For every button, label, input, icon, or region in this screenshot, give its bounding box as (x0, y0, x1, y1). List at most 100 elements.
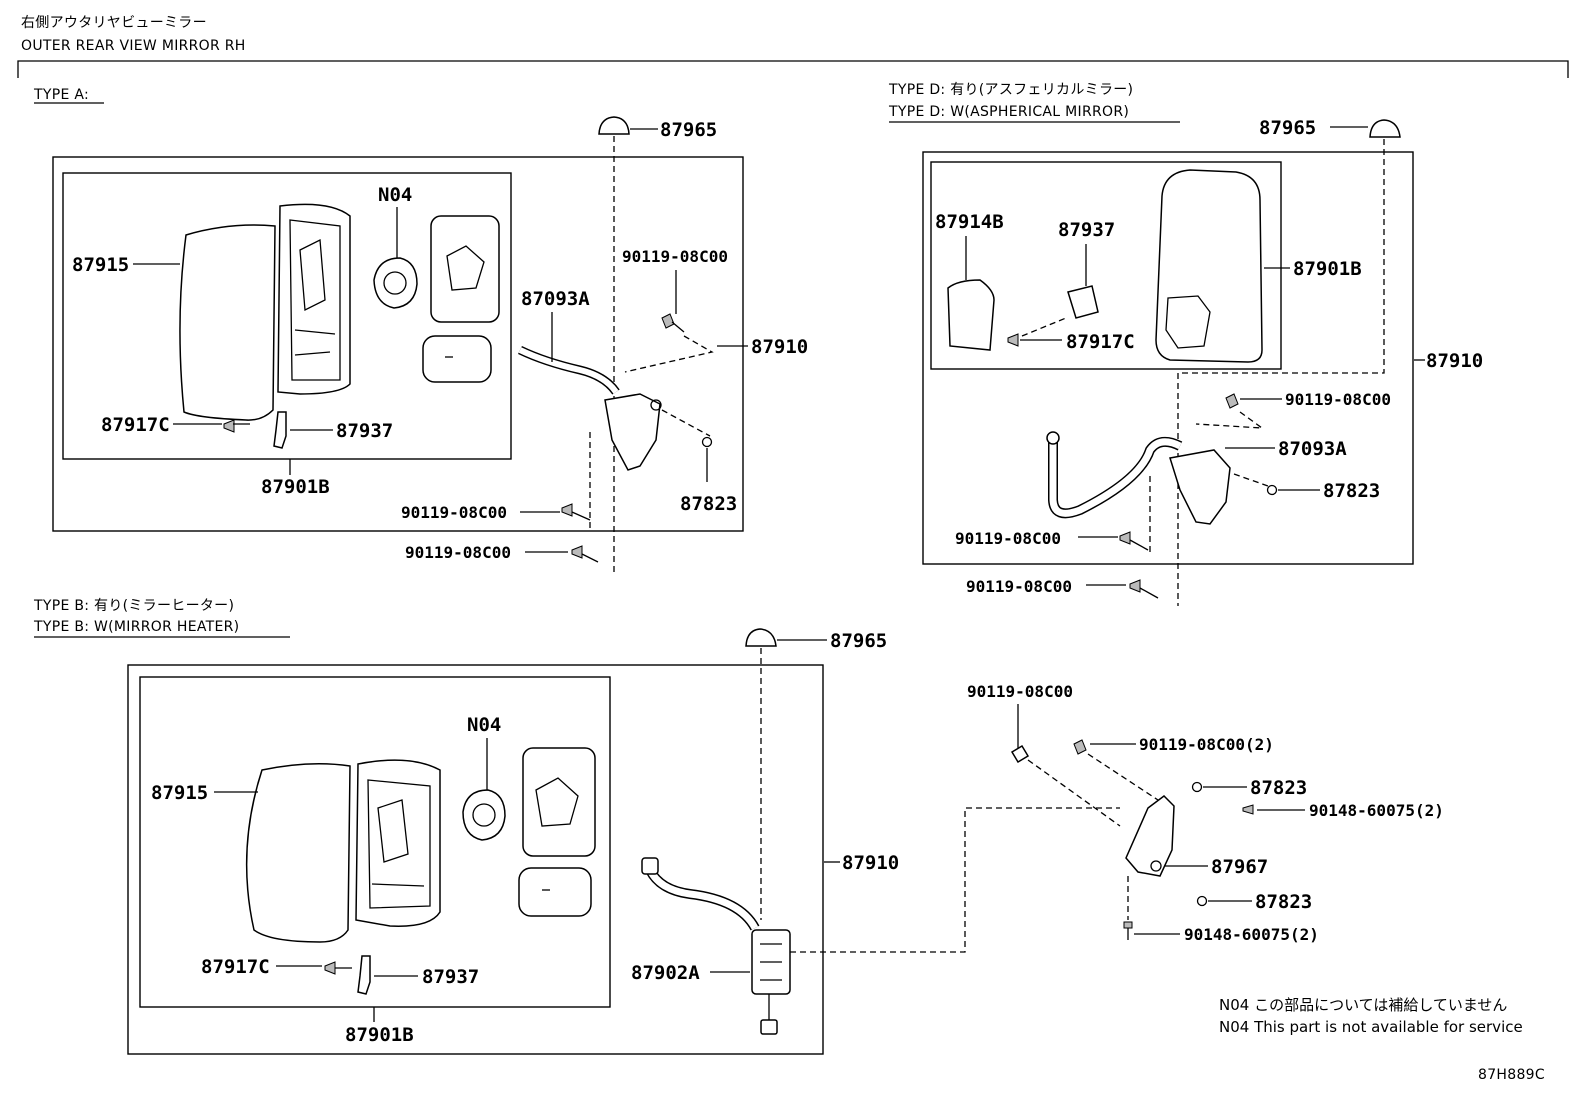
title-english: OUTER REAR VIEW MIRROR RH (21, 38, 246, 54)
type-b-outer-box (127, 664, 824, 1055)
mirror-assembly-detail-icon (1165, 295, 1211, 349)
label-87937-d: 87937 (1058, 219, 1115, 241)
label-87917c-a: 87917C (101, 414, 170, 436)
label-n04-b: N04 (467, 714, 501, 736)
dash-bolt-a1 (624, 335, 714, 373)
screw-87917c-icon-b (324, 961, 336, 975)
screw-87917c-icon-d (1007, 333, 1019, 347)
stay-arm-inner-a (518, 347, 619, 394)
bolt-icon-a2 (561, 503, 573, 517)
bracket-87937-icon-d (1067, 285, 1099, 319)
bolt-icon-e1 (1010, 744, 1030, 764)
label-n04-a: N04 (378, 184, 412, 206)
type-b-label-jp: TYPE B: 有り(ミラーヒーター) (33, 598, 234, 614)
motor-n04-icon-b (462, 789, 506, 841)
screw-icon-e2 (1123, 921, 1133, 929)
type-a-group: TYPE A: 87965 87915 N04 87917C (33, 87, 808, 572)
stay-arm-inner-d (1049, 438, 1182, 517)
housing-detail-icon (289, 219, 341, 381)
type-b-group: TYPE B: 有り(ミラーヒーター) TYPE B: W(MIRROR HEA… (33, 598, 1120, 1055)
bolt-icon-d3 (1129, 579, 1141, 593)
motor-hub-icon (383, 271, 407, 295)
bolt-shaft-a1 (671, 321, 685, 333)
dash-link-b (790, 807, 1120, 953)
label-87901b-a: 87901B (261, 476, 330, 498)
label-87823-d: 87823 (1323, 480, 1380, 502)
bolt-shaft-a2 (571, 511, 591, 521)
washer-87823-icon-e2 (1196, 895, 1208, 907)
label-87823-e2: 87823 (1255, 891, 1312, 913)
bolt-icon-e2 (1073, 739, 1087, 755)
label-87965-d: 87965 (1259, 117, 1316, 139)
mirror-housing-icon (277, 203, 351, 395)
stay-arm-end-icon-d (1046, 431, 1060, 445)
dash-bolt-e1 (1027, 759, 1121, 827)
label-90119-a1: 90119-08C00 (622, 247, 728, 266)
label-90119-d1: 90119-08C00 (1285, 390, 1391, 409)
label-90148-e1: 90148-60075(2) (1309, 801, 1444, 820)
bracket-87967-icon (1125, 795, 1175, 877)
type-d-label-en: TYPE D: W(ASPHERICAL MIRROR) (888, 104, 1129, 120)
cover-cap-icon-b (745, 628, 777, 647)
title-japanese: 右側アウタリヤビューミラー (21, 15, 207, 31)
dash-screw-d (1021, 317, 1067, 337)
label-90119-a3: 90119-08C00 (405, 543, 511, 562)
cover-cap-icon-d (1369, 119, 1401, 138)
label-87910-a: 87910 (751, 336, 808, 358)
stay-arm-87093a-icon-d (1048, 436, 1183, 519)
type-a-label: TYPE A: (33, 87, 89, 103)
base-bracket-icon-d (1169, 449, 1231, 525)
bracket-hole-icon (1150, 860, 1162, 872)
bolt-shaft-a3 (581, 553, 599, 563)
label-87965-a: 87965 (660, 119, 717, 141)
connector-icon-b (641, 857, 659, 875)
label-90119-e2: 90119-08C00(2) (1139, 735, 1274, 754)
bracket-87967-group: 90119-08C00 90119-08C00(2) 87823 90148-6… (967, 682, 1444, 944)
base-bracket-icon-a (604, 393, 661, 471)
note-n04-jp: N04 この部品については補給していません (1219, 996, 1507, 1014)
dash-washer-a (661, 409, 711, 437)
bolt-icon-a3 (571, 545, 583, 559)
washer-87823-icon-e1 (1191, 781, 1203, 793)
back-cover-icon (430, 215, 500, 323)
label-87093a-d: 87093A (1278, 438, 1347, 460)
label-87910-b: 87910 (842, 852, 899, 874)
motor-n04-icon (373, 257, 418, 309)
bracket-87937-icon-b (357, 955, 371, 995)
motor-87902a-detail-icon (760, 943, 782, 981)
harness-inner-b (646, 868, 759, 930)
label-87823-e1: 87823 (1250, 777, 1307, 799)
label-87917c-b: 87917C (201, 956, 270, 978)
mirror-assembly-87901b-icon (1155, 169, 1263, 363)
label-90119-e1: 90119-08C00 (967, 682, 1073, 701)
note-n04-en: N04 This part is not available for servi… (1219, 1018, 1523, 1036)
label-87901b-b: 87901B (345, 1024, 414, 1046)
base-hole-icon-a (650, 399, 662, 411)
bolt-icon-d1 (1225, 393, 1239, 409)
screw-icon-e1 (1242, 804, 1254, 815)
back-cover-detail-icon (446, 245, 485, 291)
label-87910-d: 87910 (1426, 350, 1483, 372)
lens-cover-icon (422, 335, 492, 383)
bolt-shaft-d3 (1139, 587, 1159, 599)
dash-bolt-d1 (1195, 411, 1265, 429)
housing-detail-icon-b (367, 779, 431, 909)
back-cover-detail-icon-b (535, 777, 579, 827)
label-87937-a: 87937 (336, 420, 393, 442)
label-87915-b: 87915 (151, 782, 208, 804)
screw-87917c-icon-a (223, 419, 235, 433)
type-d-group: TYPE D: 有り(アスフェリカルミラー) TYPE D: W(ASPHERI… (888, 82, 1483, 606)
label-87967: 87967 (1211, 856, 1268, 878)
dash-bolt-e2 (1087, 753, 1159, 801)
label-90119-a2: 90119-08C00 (401, 503, 507, 522)
type-a-inner-box (62, 172, 512, 460)
type-a-outer-box (52, 156, 744, 532)
motor-hub-icon-b (472, 803, 496, 827)
type-d-inner-box (930, 161, 1282, 370)
washer-87823-icon-d (1266, 484, 1278, 496)
type-b-inner-box (139, 676, 611, 1008)
label-87915-a: 87915 (72, 254, 129, 276)
diagram-code: 87H889C (1478, 1067, 1545, 1083)
label-90119-d2: 90119-08C00 (955, 529, 1061, 548)
